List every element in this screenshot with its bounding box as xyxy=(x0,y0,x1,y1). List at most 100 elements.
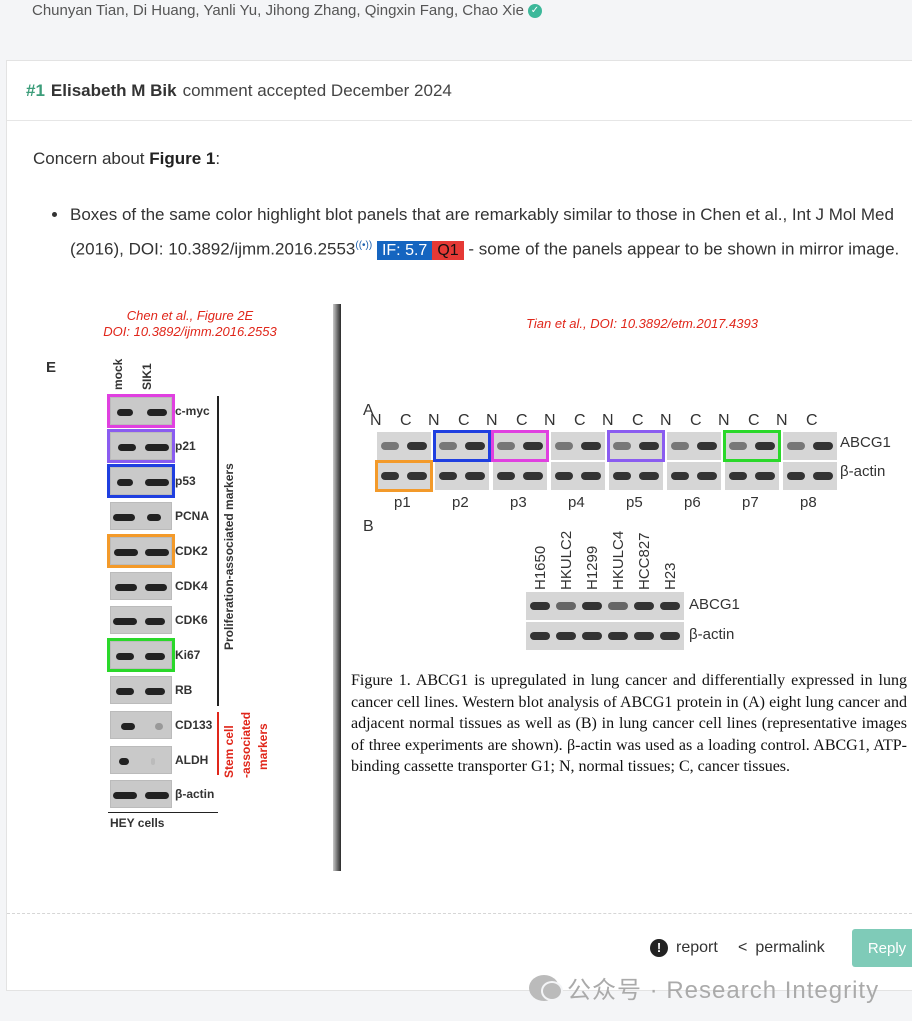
gel-band xyxy=(671,442,689,450)
impact-factor-badge: IF: 5.7 xyxy=(376,240,433,260)
comment-card: #1 Elisabeth M Bik comment accepted Dece… xyxy=(6,60,912,991)
chen-ref-line1: Chen et al., Figure 2E xyxy=(126,308,254,323)
marker-label: ALDH xyxy=(175,753,209,767)
permalink-link[interactable]: < permalink xyxy=(738,939,825,957)
gel-band xyxy=(697,442,717,450)
gel-band xyxy=(787,442,805,450)
gel-band xyxy=(729,442,747,450)
patient-label: p2 xyxy=(452,494,469,511)
highlight-box xyxy=(107,534,175,568)
gel-band xyxy=(555,442,573,450)
concern-heading: Concern about Figure 1: xyxy=(33,149,220,169)
concern-prefix: Concern about xyxy=(33,149,150,168)
panel-b-label: B xyxy=(363,518,374,535)
highlight-box xyxy=(107,394,175,428)
cell-line-label: H1650 xyxy=(532,545,549,590)
hey-line xyxy=(108,812,218,813)
highlight-box xyxy=(433,430,491,462)
tissue-blot-abcg1 xyxy=(493,432,547,460)
blot-band xyxy=(145,653,165,660)
comment-number[interactable]: #1 xyxy=(26,80,45,100)
reply-button[interactable]: Reply xyxy=(852,929,912,967)
blot-band xyxy=(145,584,167,591)
blot-5 xyxy=(110,572,172,600)
figure-divider xyxy=(333,304,341,871)
tian-ref: Tian et al., DOI: 10.3892/etm.2017.4393 xyxy=(526,316,758,331)
blot-8 xyxy=(110,676,172,704)
stem-label-1: Stem cell xyxy=(222,725,236,778)
blot-band xyxy=(117,409,133,416)
blot-band xyxy=(145,549,169,556)
permalink-label: permalink xyxy=(755,939,825,956)
patient-label: p3 xyxy=(510,494,527,511)
prolif-label: Proliferation-associated markers xyxy=(222,463,236,650)
blot-band xyxy=(115,584,137,591)
gel-band xyxy=(639,472,659,480)
report-link[interactable]: ! report xyxy=(650,939,718,957)
comment-author[interactable]: Elisabeth M Bik xyxy=(50,80,177,100)
altmetric-icon[interactable]: ((•)) xyxy=(355,240,373,251)
marker-label: RB xyxy=(175,683,193,697)
paper-authors: Chunyan Tian, Di Huang, Yanli Yu, Jihong… xyxy=(32,2,542,19)
blot-band xyxy=(113,514,135,521)
blot-band xyxy=(147,514,161,521)
gel-band xyxy=(465,472,485,480)
nc-label: C xyxy=(574,412,586,429)
nc-label: C xyxy=(690,412,702,429)
tissue-blot-abcg1 xyxy=(609,432,663,460)
blot-4 xyxy=(110,537,172,565)
blot-band xyxy=(114,549,138,556)
abcg1-label-b: ABCG1 xyxy=(689,596,740,613)
lane-sik1-label: SIK1 xyxy=(140,363,154,390)
tissue-blot-abcg1 xyxy=(725,432,779,460)
blot-band xyxy=(155,723,163,730)
nc-label: N xyxy=(486,412,498,429)
nc-label: N xyxy=(370,412,382,429)
blot-6 xyxy=(110,606,172,634)
blot-0 xyxy=(110,397,172,425)
blot-2 xyxy=(110,467,172,495)
gel-band xyxy=(439,472,457,480)
tissue-blot-actin xyxy=(377,462,431,490)
blot-11 xyxy=(110,780,172,808)
tissue-blot-abcg1 xyxy=(377,432,431,460)
nc-label: C xyxy=(632,412,644,429)
tissue-blot-actin xyxy=(667,462,721,490)
blot-band xyxy=(117,479,133,486)
gel-band xyxy=(523,442,543,450)
nc-label: C xyxy=(748,412,760,429)
blot-band xyxy=(147,409,167,416)
patient-label: p7 xyxy=(742,494,759,511)
concern-figure: Figure 1 xyxy=(149,149,216,168)
marker-label: CDK6 xyxy=(175,613,208,627)
gel-band xyxy=(660,632,680,640)
beta-actin-label-b: β-actin xyxy=(689,626,735,643)
gel-band xyxy=(497,442,515,450)
marker-label: Ki67 xyxy=(175,648,201,662)
gel-band xyxy=(729,472,747,480)
gel-band xyxy=(671,472,689,480)
cell-line-label: HKULC4 xyxy=(610,530,627,590)
nc-label: N xyxy=(602,412,614,429)
watermark-text: 公众号 · Research Integrity xyxy=(567,977,880,1004)
tissue-blot-abcg1 xyxy=(667,432,721,460)
highlight-box xyxy=(107,638,175,672)
gel-band xyxy=(613,442,631,450)
marker-label: CD133 xyxy=(175,718,213,732)
gel-band xyxy=(465,442,485,450)
marker-label: CDK2 xyxy=(175,544,208,558)
highlight-box xyxy=(607,430,665,462)
tissue-blot-actin xyxy=(609,462,663,490)
gel-band xyxy=(613,472,631,480)
tissue-blot-actin xyxy=(725,462,779,490)
gel-band xyxy=(407,472,427,480)
comparison-figure[interactable]: Chen et al., Figure 2E DOI: 10.3892/ijmm… xyxy=(46,304,912,871)
gel-band xyxy=(755,442,775,450)
gel-band xyxy=(813,442,833,450)
tissue-blot-actin xyxy=(551,462,605,490)
verified-check-icon: ✓ xyxy=(527,3,542,18)
blot-band xyxy=(116,688,134,695)
blot-band xyxy=(151,758,155,765)
marker-label: PCNA xyxy=(175,509,210,523)
bullet-text: Boxes of the same color highlight blot p… xyxy=(70,205,894,259)
